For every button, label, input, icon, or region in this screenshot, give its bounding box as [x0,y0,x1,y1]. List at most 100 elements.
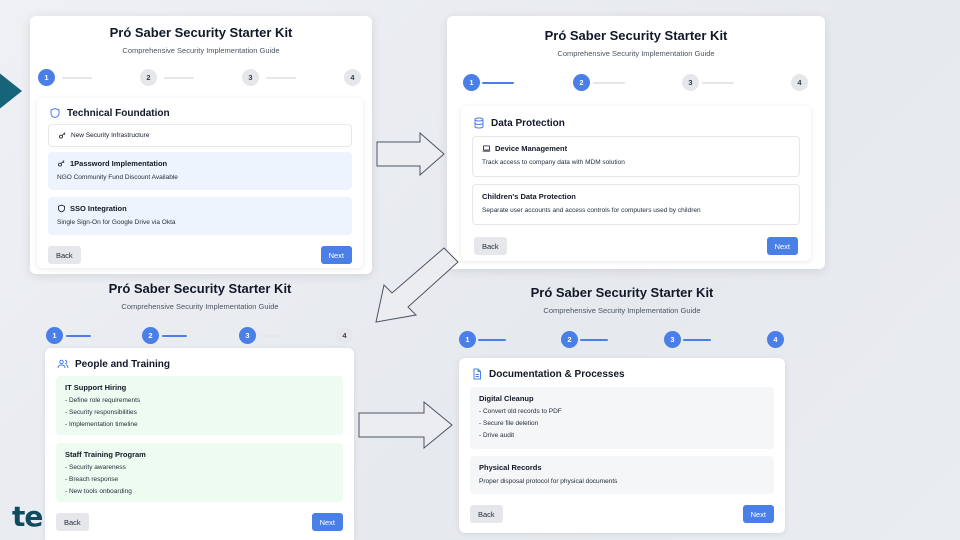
bullet-item: Implementation timeline [65,421,334,428]
next-button[interactable]: Next [742,505,774,523]
step-4[interactable]: 4 [344,69,361,86]
step-connector-1 [66,335,91,337]
step3-panel: Pró Saber Security Starter Kit Comprehen… [38,278,362,540]
step-connector-1 [478,339,506,341]
flow-arrow-right-bottom [358,401,453,449]
step-1[interactable]: 1 [463,74,480,91]
item-description: Single Sign-On for Google Drive via Okta [57,219,176,226]
bullet-item: Secure file deletion [479,420,765,427]
page-title: Pró Saber Security Starter Kit [108,281,292,296]
step4-panel: Pró Saber Security Starter Kit Comprehen… [452,280,792,536]
next-button[interactable]: Next [766,237,798,255]
bullet-item: Security awareness [65,464,334,471]
step-2[interactable]: 2 [140,69,157,86]
section-card: People and Training IT Support Hiring De… [45,348,354,540]
step1-panel: Pró Saber Security Starter Kit Comprehen… [30,16,372,274]
back-button[interactable]: Back [470,505,503,523]
bullet-item: Breach response [65,476,334,483]
item-title: IT Support Hiring [65,383,127,392]
step-3[interactable]: 3 [239,327,256,344]
step-2[interactable]: 2 [573,74,590,91]
progress-stepper: 1 2 3 4 [46,327,354,345]
key-icon [58,131,67,140]
page-subtitle: Comprehensive Security Implementation Gu… [543,306,701,315]
section-heading: Data Protection [491,117,565,129]
list-item[interactable]: SSO Integration Single Sign-On for Googl… [48,197,352,235]
back-button[interactable]: Back [474,237,507,255]
page-title: Pró Saber Security Starter Kit [544,28,728,43]
progress-stepper: 1 2 3 4 [38,69,364,87]
progress-stepper: 1 2 3 4 [463,74,809,92]
flow-arrow-diagonal [375,247,459,323]
item-title: 1Password Implementation [70,159,168,168]
bullet-list: Define role requirements Security respon… [65,397,334,428]
section-heading: Technical Foundation [67,107,170,119]
section-card: Documentation & Processes Digital Cleanu… [459,358,785,533]
flow-arrow-right-top [376,132,445,176]
list-item[interactable]: 1Password Implementation NGO Community F… [48,152,352,190]
step-connector-3 [259,335,284,337]
step-4[interactable]: 4 [336,327,353,344]
next-button[interactable]: Next [320,246,352,264]
back-button[interactable]: Back [56,513,89,531]
list-item[interactable]: New Security Infrastructure [48,124,352,147]
step-connector-2 [162,335,187,337]
section-heading: People and Training [75,358,171,370]
section-heading: Documentation & Processes [489,368,625,380]
step-4[interactable]: 4 [767,331,784,348]
page-title: Pró Saber Security Starter Kit [109,25,293,40]
brand-logo-fragment: te [12,500,43,533]
item-title: Digital Cleanup [479,394,534,403]
back-button[interactable]: Back [48,246,81,264]
item-description: Track access to company data with MDM so… [482,159,625,166]
database-icon [473,117,485,129]
step-1[interactable]: 1 [459,331,476,348]
bullet-item: Drive audit [479,432,765,439]
step-4[interactable]: 4 [791,74,808,91]
item-title: Children's Data Protection [482,192,576,201]
item-description: Separate user accounts and access contro… [482,207,701,214]
step-1[interactable]: 1 [46,327,63,344]
step-1[interactable]: 1 [38,69,55,86]
list-item[interactable]: Physical Records Proper disposal protoco… [470,456,774,494]
item-title: Device Management [495,144,568,153]
section-card: Technical Foundation New Security Infras… [37,98,363,268]
page-subtitle: Comprehensive Security Implementation Gu… [121,302,279,311]
step-connector-3 [702,82,734,84]
document-icon [471,368,483,380]
section-card: Data Protection Device Management Track … [461,106,811,261]
list-item[interactable]: Digital Cleanup Convert old records to P… [470,387,774,449]
bullet-item: New tools onboarding [65,488,334,495]
list-item[interactable]: Device Management Track access to compan… [472,136,800,177]
step-connector-2 [580,339,608,341]
step-connector-3 [683,339,711,341]
page-title: Pró Saber Security Starter Kit [530,285,714,300]
item-title: SSO Integration [70,204,127,213]
step-3[interactable]: 3 [664,331,681,348]
step-2[interactable]: 2 [561,331,578,348]
key-icon [57,159,66,168]
decorative-teal-triangle [0,56,22,126]
list-item[interactable]: IT Support Hiring Define role requiremen… [56,376,343,435]
bullet-item: Security responsibilities [65,409,334,416]
item-title: Staff Training Program [65,450,146,459]
list-item[interactable]: Staff Training Program Security awarenes… [56,443,343,502]
step-2[interactable]: 2 [142,327,159,344]
step-3[interactable]: 3 [242,69,259,86]
shield-icon [57,204,66,213]
users-icon [57,358,69,370]
laptop-icon [482,144,491,153]
next-button[interactable]: Next [311,513,343,531]
list-item[interactable]: Children's Data Protection Separate user… [472,184,800,225]
step-3[interactable]: 3 [682,74,699,91]
step-connector-2 [593,82,625,84]
bullet-list: Security awareness Breach response New t… [65,464,334,495]
step-connector-1 [62,77,92,79]
item-title: Physical Records [479,463,542,472]
item-title: New Security Infrastructure [71,132,150,139]
step-connector-2 [164,77,194,79]
step-connector-3 [266,77,296,79]
progress-stepper: 1 2 3 4 [459,331,785,349]
step-connector-1 [482,82,514,84]
item-description: NGO Community Fund Discount Available [57,174,178,181]
